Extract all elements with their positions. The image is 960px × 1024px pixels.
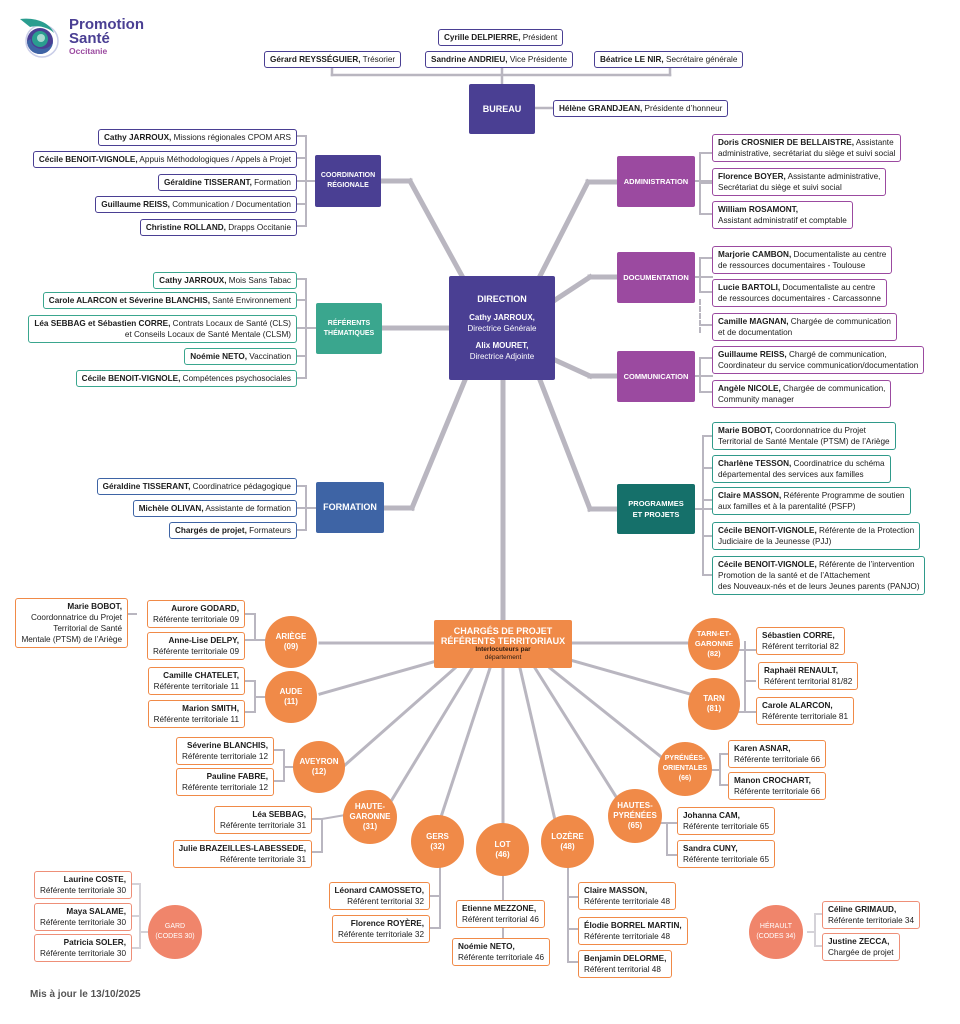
bureau-member-secretaire: Béatrice LE NIR, Secrétaire générale [594, 51, 744, 68]
coordination-member: Cécile BENOIT-VIGNOLE, Appuis Méthodolog… [32, 151, 297, 168]
programmes-member: Claire MASSON, Référente Programme de so… [712, 487, 911, 515]
territorial-member: Anne-Lise DELPY,Référente territoriale 0… [146, 632, 245, 660]
dept-aveyron: AVEYRON(12) [293, 741, 345, 793]
territorial-member: Pauline FABRE,Référente territoriale 12 [175, 768, 274, 796]
territorial-member: Claire MASSON,Référente territoriale 48 [578, 882, 677, 910]
territorial-member: Léa SEBBAG,Référente territoriale 31 [213, 806, 312, 834]
referents-box: RÉFÉRENTS THÉMATIQUES [316, 303, 382, 354]
dept-tarn: TARN(81) [688, 678, 740, 730]
territorial-member: Laurine COSTE,Référente territoriale 30 [33, 871, 132, 899]
administration-member: Florence BOYER, Assistante administrativ… [712, 168, 887, 196]
referents-member: Cécile BENOIT-VIGNOLE, Compétences psych… [75, 370, 297, 387]
formation-member: Géraldine TISSERANT, Coordinatrice pédag… [96, 478, 297, 495]
dept-lot: LOT(46) [476, 823, 529, 876]
territorial-member: Séverine BLANCHIS,Référente territoriale… [175, 737, 274, 765]
coordination-member: Géraldine TISSERANT, Formation [158, 174, 297, 191]
programmes-box: PROGRAMMES ET PROJETS [617, 484, 695, 534]
logo-title-line1: Promotion [69, 16, 144, 33]
territorial-member: Élodie BORREL MARTIN,Référente territori… [578, 917, 688, 945]
territorial-member: Johanna CAM,Référente territoriale 65 [677, 807, 776, 835]
dept-pyrenees-orientales: PYRÉNÉES-ORIENTALES(66) [658, 742, 712, 796]
territorial-subtitle-line1: Interlocuteurs par [475, 646, 531, 653]
coordination-member: Cathy JARROUX, Missions régionales CPOM … [97, 129, 297, 146]
formation-member: Chargés de projet, Formateurs [168, 522, 297, 539]
territorial-title-line1: CHARGÉS DE PROJET [453, 626, 553, 636]
territorial-member: Carole ALARCON,Référente territoriale 81 [756, 697, 855, 725]
communication-box: COMMUNICATION [617, 351, 695, 402]
updated-date: Mis à jour le 13/10/2025 [30, 989, 141, 1000]
documentation-member: Camille MAGNAN, Chargée de communication… [712, 313, 897, 341]
coordination-member: Guillaume REISS, Communication / Documen… [95, 196, 297, 213]
territorial-member: Patricia SOLER,Référente territoriale 30 [33, 934, 132, 962]
bureau-member-presidente-honneur: Hélène GRANDJEAN, Présidente d’honneur [553, 100, 729, 117]
territorial-member: Raphaël RENAULT,Référent territorial 81/… [758, 662, 859, 690]
territorial-member: Sébastien CORRE,Référent territorial 82 [756, 627, 845, 655]
territorial-member: Benjamin DELORME,Référent territorial 48 [578, 950, 673, 978]
referents-member: Noémie NETO, Vaccination [184, 348, 297, 365]
direction-person-role: Directrice Adjointe [469, 352, 535, 361]
dept-lozere: LOZÈRE(48) [541, 815, 594, 868]
bureau-box: BUREAU [469, 84, 535, 134]
territorial-member: Karen ASNAR,Référente territoriale 66 [728, 740, 827, 768]
territorial-member: Etienne MEZZONE,Référent territorial 46 [456, 900, 545, 928]
dept-gard: GARD(CODES 30) [148, 905, 202, 959]
formation-box: FORMATION [316, 482, 384, 533]
territorial-member: Justine ZECCA,Chargée de projet [822, 933, 900, 961]
bureau-member-tresorier: Gérard REYSSÉGUIER, Trésorier [264, 51, 402, 68]
bureau-member-vice-presidente: Sandrine ANDRIEU, Vice Présidente [425, 51, 574, 68]
direction-person-name: Cathy JARROUX, [469, 313, 535, 322]
territorial-member: Noémie NETO,Référente territoriale 46 [452, 938, 551, 966]
territorial-member: Maya SALAME,Référente territoriale 30 [33, 903, 132, 931]
administration-member: Doris CROSNIER DE BELLAISTRE, Assistante… [712, 134, 902, 162]
referents-member: Léa SEBBAG et Sébastien CORRE, Contrats … [28, 315, 297, 343]
territorial-member: Manon CROCHART,Référente territoriale 66 [728, 772, 827, 800]
direction-title: DIRECTION [477, 294, 527, 304]
logo-subtitle: Occitanie [69, 46, 108, 56]
bureau-member-president: Cyrille DELPIERRE, Président [438, 29, 564, 46]
territorial-member: Marion SMITH,Référente territoriale 11 [147, 700, 245, 728]
dept-haute-garonne: HAUTE-GARONNE(31) [343, 790, 397, 844]
programmes-member: Cécile BENOIT-VIGNOLE, Référente de la P… [712, 522, 921, 550]
logo[interactable]: Promotion Santé Occitanie [18, 15, 148, 61]
territorial-box: CHARGÉS DE PROJET RÉFÉRENTS TERRITORIAUX… [434, 620, 572, 668]
territorial-member: Léonard CAMOSSETO,Référent territorial 3… [328, 882, 430, 910]
direction-person-name: Alix MOURET, [475, 341, 529, 350]
territorial-member: Aurore GODARD,Référente territoriale 09 [146, 600, 245, 628]
territorial-subtitle-line2: département [484, 654, 522, 661]
territorial-title-line2: RÉFÉRENTS TERRITORIAUX [440, 636, 566, 646]
programmes-member: Charlène TESSON, Coordinatrice du schéma… [712, 455, 891, 483]
dept-aude: AUDE(11) [265, 671, 317, 723]
direction-box: DIRECTION Cathy JARROUX, Directrice Géné… [449, 276, 555, 380]
dept-ariege: ARIÈGE(09) [265, 616, 317, 668]
documentation-member: Marjorie CAMBON, Documentaliste au centr… [712, 246, 893, 274]
coordination-member: Christine ROLLAND, Drapps Occitanie [139, 219, 297, 236]
dept-hautes-pyrenees: HAUTES-PYRÉNÉES(65) [608, 789, 662, 843]
referents-member: Cathy JARROUX, Mois Sans Tabac [153, 272, 297, 289]
territorial-member: Camille CHATELET,Référente territoriale … [147, 667, 245, 695]
direction-person-role: Directrice Générale [467, 324, 537, 333]
logo-title-line2: Santé [69, 30, 110, 47]
administration-member: William ROSAMONT,Assistant administratif… [712, 201, 853, 229]
dept-herault: HÉRAULT(CODES 34) [749, 905, 803, 959]
communication-member: Angèle NICOLE, Chargée de communication,… [712, 380, 892, 408]
coordination-box: COORDINATION RÉGIONALE [315, 155, 381, 207]
territorial-member: Céline GRIMAUD,Référente territoriale 34 [822, 901, 921, 929]
formation-member: Michèle OLIVAN, Assistante de formation [132, 500, 297, 517]
administration-box: ADMINISTRATION [617, 156, 695, 207]
programmes-member: Cécile BENOIT-VIGNOLE, Référente de l’in… [712, 556, 926, 595]
dept-tarn-et-garonne: TARN-ET-GARONNE(82) [688, 618, 740, 670]
territorial-member: Florence ROYÈRE,Référente territoriale 3… [331, 915, 430, 943]
referents-member: Carole ALARCON et Séverine BLANCHIS, San… [42, 292, 297, 309]
documentation-box: DOCUMENTATION [617, 252, 695, 303]
territorial-member: Julie BRAZEILLES-LABESSEDE,Référente ter… [172, 840, 312, 868]
communication-member: Guillaume REISS, Chargé de communication… [712, 346, 925, 374]
logo-icon [20, 18, 59, 58]
dept-gers: GERS(32) [411, 815, 464, 868]
territorial-member: Sandra CUNY,Référente territoriale 65 [677, 840, 776, 868]
